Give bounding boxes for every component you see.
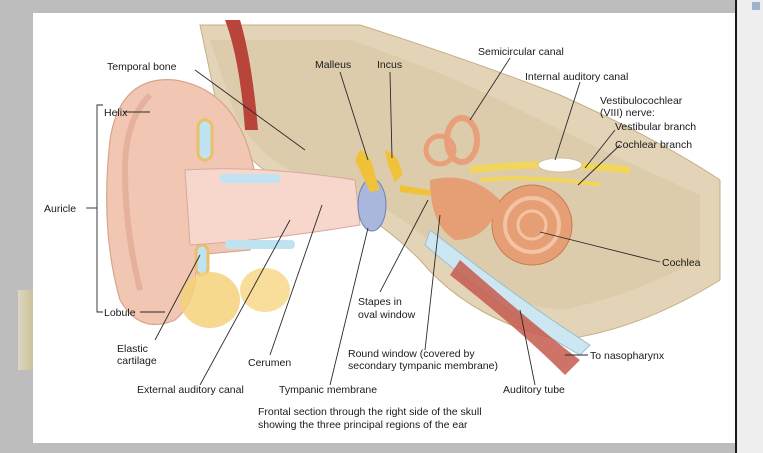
- label-auditory-tube: Auditory tube: [503, 384, 565, 396]
- label-round-window-1: Round window (covered by: [348, 348, 475, 360]
- label-malleus: Malleus: [315, 59, 351, 71]
- canal-cartilage: [220, 174, 280, 183]
- label-to-nasopharynx: To nasopharynx: [590, 350, 665, 362]
- label-semicircular-canal: Semicircular canal: [478, 46, 564, 58]
- label-tympanic-membrane: Tympanic membrane: [279, 384, 377, 396]
- label-cochlea: Cochlea: [662, 257, 701, 269]
- label-internal-auditory-canal: Internal auditory canal: [525, 71, 628, 83]
- label-external-auditory-canal: External auditory canal: [137, 384, 244, 396]
- label-cerumen: Cerumen: [248, 357, 291, 369]
- label-elastic-1: Elastic: [117, 343, 148, 355]
- label-stapes-1: Stapes in: [358, 296, 402, 308]
- caption-line-1: Frontal section through the right side o…: [258, 406, 482, 418]
- fat-lobule: [180, 272, 240, 328]
- label-vestibulocochlear-1: Vestibulocochlear: [600, 95, 683, 107]
- label-helix: Helix: [104, 107, 128, 119]
- label-cochlear-branch: Cochlear branch: [615, 139, 692, 151]
- label-vestibular-branch: Vestibular branch: [615, 121, 696, 133]
- label-incus: Incus: [377, 59, 402, 71]
- label-lobule: Lobule: [104, 307, 136, 319]
- label-auricle: Auricle: [44, 203, 76, 215]
- canal-cartilage: [225, 240, 295, 249]
- cartilage-piece: [198, 120, 212, 160]
- caption-line-2: showing the three principal regions of t…: [258, 419, 468, 431]
- internal-canal-opening: [538, 158, 582, 172]
- label-elastic-2: cartilage: [117, 355, 157, 367]
- label-stapes-2: oval window: [358, 309, 416, 321]
- auricle-bracket: [97, 105, 103, 312]
- label-round-window-2: secondary tympanic membrane): [348, 360, 498, 372]
- label-vestibulocochlear-2: (VIII) nerve:: [600, 107, 655, 119]
- fat-lobule: [240, 268, 290, 312]
- label-temporal-bone: Temporal bone: [107, 61, 177, 73]
